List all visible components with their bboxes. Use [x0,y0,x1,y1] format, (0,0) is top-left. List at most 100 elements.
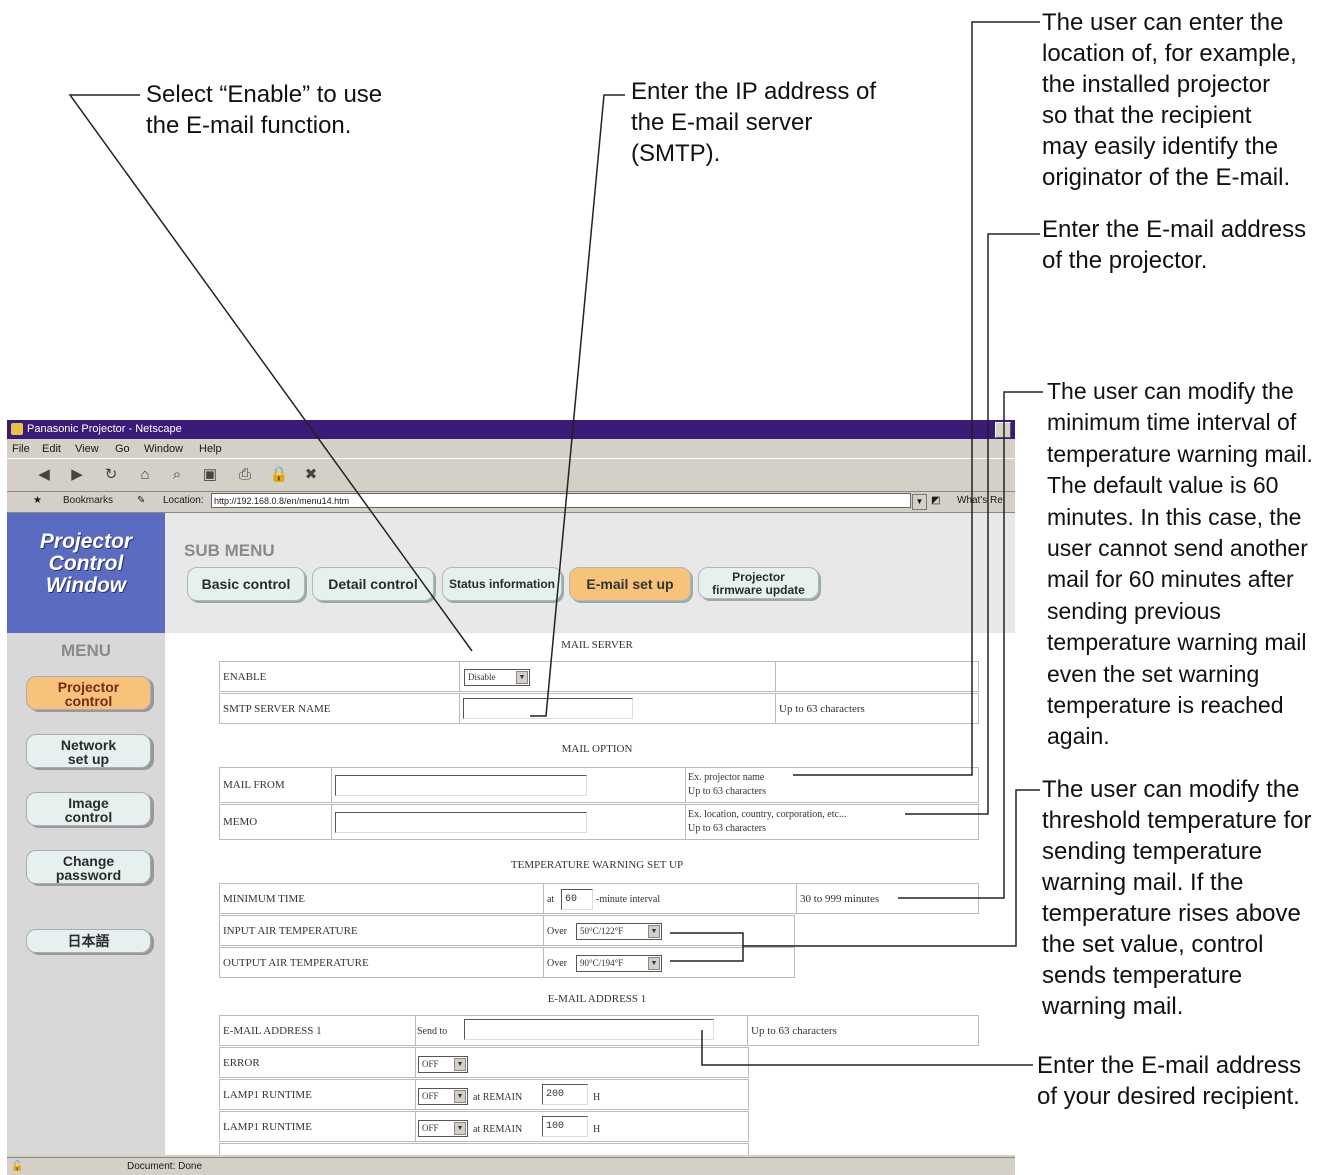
stop-icon[interactable]: ✖ [304,466,318,483]
callout-threshold: The user can modify the threshold temper… [1042,774,1311,1022]
callout-threshold-line: the set value, control [1042,931,1264,958]
nav-change-password[interactable]: Change password [26,850,151,884]
menu-edit[interactable]: Edit [42,443,61,455]
callout-threshold-line: threshold temperature for [1042,807,1312,834]
nav-network-line-1: Network [60,737,117,753]
input-air-temp-select[interactable]: 50°C/122°F▼ [576,923,662,940]
callout-threshold-line: The user can modify the [1042,776,1300,803]
nav-projector-control[interactable]: Projector control [26,676,151,710]
min-time-note: 30 to 999 minutes [800,892,880,905]
callout-smtp-line: (SMTP). [631,140,721,167]
lamp2-remain-input[interactable]: 100 [542,1116,588,1137]
lamp2-select-value: OFF [422,1123,439,1133]
home-icon[interactable]: ⌂ [140,466,150,483]
bookmarks-button[interactable]: Bookmarks [63,495,114,506]
nav-image-line-2: control [64,809,113,825]
callout-interval-line: temperature warning mail [1047,629,1307,656]
url-dropdown-icon[interactable]: ▼ [912,494,927,510]
input-air-temp-label: INPUT AIR TEMPERATURE [223,924,358,937]
row-minimum-time: MINIMUM TIME at 60 -minute interval 30 t… [219,883,979,914]
nav-image-control[interactable]: Image control [26,792,151,826]
lamp2-hours-unit: H [593,1124,601,1135]
netscape-app-icon [11,423,23,435]
menu-file[interactable]: File [12,443,30,455]
bookmarks-icon[interactable]: ★ [33,495,42,506]
error-select[interactable]: OFF▼ [418,1056,468,1073]
cell-output-temp-label: OUTPUT AIR TEMPERATURE [220,948,544,977]
lamp1-select[interactable]: OFF▼ [418,1088,468,1105]
menu-help[interactable]: Help [199,443,222,455]
minimize-button[interactable] [995,422,1011,438]
tab-email-set-up[interactable]: E-mail set up [569,567,691,601]
leader-enable [68,94,473,652]
lamp2-select[interactable]: OFF▼ [418,1120,468,1137]
callout-location-line: the installed projector [1042,71,1271,98]
nav-network-line-2: set up [67,751,110,767]
callout-interval-line: temperature warning mail. [1047,440,1313,467]
callout-projector-line: Enter the E-mail address [1042,216,1307,243]
lamp2-remain-label: at REMAIN [473,1124,523,1135]
callout-interval: The user can modify the minimum time int… [1047,376,1329,753]
lamp1-remain-input[interactable]: 200 [542,1084,588,1105]
mail-from-note-2: Up to 63 characters [688,786,767,797]
callout-location-line: originator of the E-mail. [1042,164,1291,191]
enable-select[interactable]: Disable▼ [464,669,530,686]
callout-threshold-line: warning mail. If the [1042,869,1244,896]
enable-select-value: Disable [468,672,496,682]
callout-interval-line: temperature is reached again. [1047,692,1284,750]
minimum-time-input[interactable]: 60 [561,889,593,910]
firmware-label-2: firmware update [712,583,805,597]
row-email-address-1: E-MAIL ADDRESS 1 Send to Up to 63 charac… [219,1015,979,1046]
row-memo: MEMO Ex. location, country, corporation,… [219,804,979,840]
output-air-temp-select[interactable]: 90°C/194°F▼ [576,955,662,972]
callout-location-line: may easily identify the [1042,133,1279,160]
cell-enable-label: ENABLE [220,662,460,691]
print-icon[interactable]: ⎙ [238,466,251,483]
url-input[interactable]: http://192.168.0.8/en/menu14.htm [211,493,911,508]
callout-interval-line: minimum time interval of [1047,409,1297,436]
menu-view[interactable]: View [75,443,99,455]
location-label: Location: [163,495,204,506]
nav-japanese[interactable]: 日本語 [26,929,151,953]
row-lamp2-runtime: LAMP1 RUNTIME OFF▼ at REMAIN 100 H [219,1111,749,1142]
row-next-partial [219,1143,749,1155]
web-page: Projector Control Window SUB MENU Basic … [7,513,1015,1155]
tab-status-information[interactable]: Status information [442,567,562,601]
nav-network-set-up[interactable]: Network set up [26,734,151,768]
tab-basic-control[interactable]: Basic control [187,567,305,601]
menu-bar: File Edit View Go Window Help [7,440,1015,458]
callout-projector-address: Enter the E-mail address of the projecto… [1042,214,1306,276]
menu-go[interactable]: Go [115,443,130,455]
tab-projector-firmware-update[interactable]: Projector firmware update [698,567,819,599]
whats-related-icon[interactable]: ◩ [931,495,941,506]
menu-window[interactable]: Window [144,443,184,455]
memo-label: MEMO [223,816,258,828]
callout-interval-line: mail for 60 minutes after [1047,566,1294,593]
netscape-icon[interactable]: ▣ [202,466,218,483]
security-lock-icon: 🔓 [11,1161,24,1172]
tab-detail-control[interactable]: Detail control [312,567,434,601]
output-temp-select-value: 90°C/194°F [580,958,624,968]
reload-icon[interactable]: ↻ [104,466,118,483]
cell-memo-label: MEMO [220,805,332,839]
cell-email-value: Send to [416,1016,748,1045]
min-unit-label: -minute interval [596,894,661,905]
lamp1-label: LAMP1 RUNTIME [223,1088,312,1101]
security-icon[interactable]: 🔒 [269,466,289,483]
recipient-email-input[interactable] [464,1019,714,1040]
back-icon[interactable]: ◀ [38,466,50,483]
callout-enable: Select “Enable” to use the E-mail functi… [146,79,382,141]
memo-input[interactable] [335,812,587,833]
status-text: Document: Done [127,1161,203,1172]
whats-related-button[interactable]: What's Rel [957,495,1006,506]
lamp2-label: LAMP1 RUNTIME [223,1120,312,1133]
section-mail-server: MAIL SERVER [561,639,633,651]
section-email-address-1: E-MAIL ADDRESS 1 [547,993,647,1005]
section-mail-option: MAIL OPTION [561,743,633,755]
nav-password-line-1: Change [62,853,115,869]
search-icon[interactable]: ⌕ [172,466,182,483]
mail-from-note-1: Ex. projector name [688,772,765,783]
error-select-value: OFF [422,1059,439,1069]
mail-from-input[interactable] [335,775,587,796]
forward-icon[interactable]: ▶ [71,466,83,483]
